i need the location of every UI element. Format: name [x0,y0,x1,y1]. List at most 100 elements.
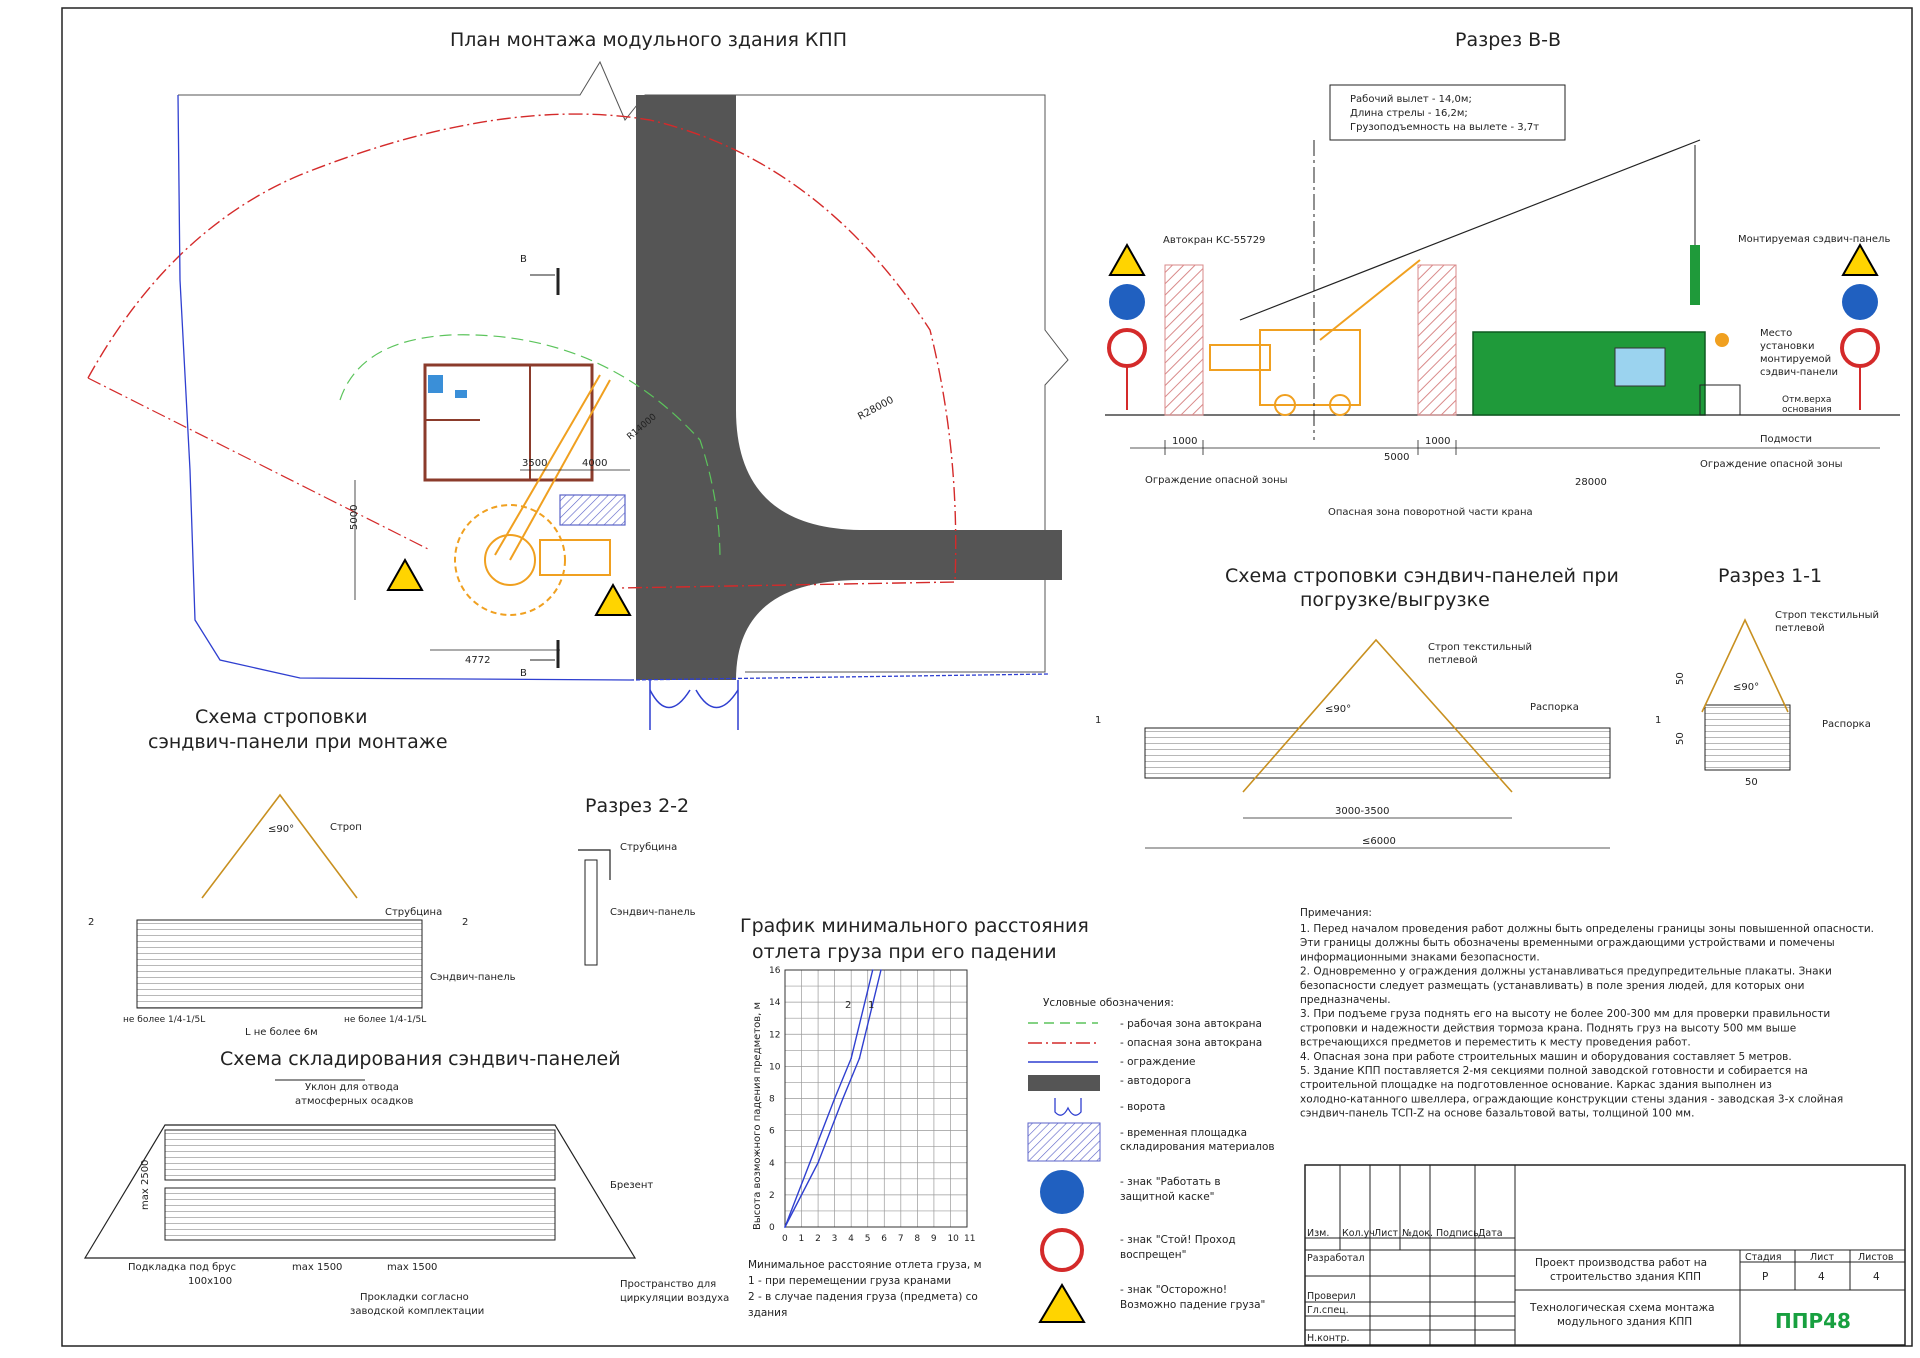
pad-label-1: Прокладки согласно [360,1292,469,1303]
dim-5000: 5000 [1384,452,1409,463]
notes-line: сэндвич-панель ТСП-Z на основе базальтов… [1300,1108,1694,1120]
graph-legend-2b: здания [748,1307,787,1319]
base-label: Подмости [1760,434,1812,445]
legend: Условные обозначения: - рабочая зона авт… [1027,997,1275,1323]
sling-angle: ≤90° [268,824,294,835]
dim-1000-a: 1000 [1172,436,1197,447]
stamp-h2: Кол.уч [1342,1228,1375,1239]
y-tick-label: 4 [769,1159,775,1169]
sling-mount-title-2: сэндвич-панели при монтаже [148,731,448,753]
legend-item: - знак "Осторожно! [1120,1284,1227,1296]
air-label-2: циркуляции воздуха [620,1293,729,1304]
crane-label: Автокран КС-55729 [1163,235,1265,246]
vv-dimensions [1130,440,1880,455]
sign-stack-right [1840,242,1880,410]
scaffold [1699,384,1741,416]
notes-line: информационными знаками безопасности. [1300,951,1540,963]
sheet-header: Лист [1810,1252,1835,1263]
x-tick-label: 1 [799,1234,805,1244]
notes-line: строповки и надежности действия тормоза … [1300,1022,1796,1034]
svg-text:В: В [520,254,527,265]
sign-stack-left [1107,242,1147,410]
max-1500-b: max 1500 [387,1262,437,1273]
chart-grid [784,969,968,1228]
air-label-1: Пространство для [620,1279,716,1290]
series-1-point [880,969,882,971]
series-2-point [871,969,874,971]
legend-item: - рабочая зона автокрана [1120,1018,1262,1030]
x-tick-label: 5 [865,1234,871,1244]
warning-sign-icon [386,557,424,591]
section-vv: Разрез В-В Рабочий вылет - 14,0м; Длина … [1105,29,1900,518]
panel-label: Сэндвич-панель [430,972,516,983]
y-tick-label: 14 [769,998,781,1008]
stamp-h3: Лист [1374,1228,1399,1239]
notes-line: 2. Одновременно у ограждения должны уста… [1300,966,1832,978]
dim-50-c: 50 [1745,777,1758,788]
place-label-4: сэдвич-панели [1760,367,1838,378]
y-tick-label: 12 [769,1030,780,1040]
series-2-point [784,1226,786,1228]
chart-lines [784,969,882,1228]
x-tick-label: 10 [947,1234,959,1244]
spacer-label: Распорка [1530,702,1579,713]
section-vv-title: Разрез В-В [1455,29,1561,51]
storage-area [559,494,626,526]
dim-3000-3500: 3000-3500 [1335,806,1390,817]
legend-item: складирования материалов [1120,1141,1275,1153]
tarp-outline [83,1124,637,1259]
legend-storage [1027,1122,1101,1162]
strop-label-2: петлевой [1775,623,1825,634]
bar-label-1: Подкладка под брус [128,1262,236,1273]
section-mark-top: В [520,254,560,295]
warning-sign-icon [594,582,632,616]
legend-item: защитной каске" [1120,1191,1214,1203]
legend-item: - опасная зона автокрана [1120,1037,1262,1049]
sling-mount-scheme: Схема строповки сэндвич-панели при монта… [88,706,516,1038]
plot-area [784,969,968,1228]
x-tick-label: 9 [931,1234,937,1244]
graph-legend-1: 1 - при перемещении груза кранами [748,1275,951,1287]
slope-label-2: атмосферных осадков [295,1096,414,1107]
dim-right: не более 1/4-1/5L [344,1015,426,1025]
section-22-title: Разрез 2-2 [585,795,689,817]
notes-line: безопасности следует размещать (устанавл… [1300,980,1804,992]
notes-line: предназначены. [1300,994,1391,1006]
dim-3500: 3500 [522,458,547,469]
dim-1000-b: 1000 [1425,436,1450,447]
building-plan [423,363,594,482]
section-22-clamp [578,849,611,880]
x-tick-label: 11 [964,1234,975,1244]
legend-title: Условные обозначения: [1043,997,1174,1009]
title-block [1304,1164,1906,1346]
graph-caption: Минимальное расстояние отлета груза, м [748,1259,982,1271]
plan-title: План монтажа модульного здания КПП [450,29,847,51]
legend-item: Возможно падение груза" [1120,1299,1265,1311]
dim-5000: 5000 [349,505,360,530]
section-mark-bottom: В [520,640,560,679]
series-1-point [842,1097,844,1100]
notes-line: Эти границы должны быть обозначены време… [1300,937,1835,949]
sheet-value: 4 [1818,1271,1825,1283]
dim-4000: 4000 [582,458,607,469]
danger-zone-label: Опасная зона поворотной части крана [1328,507,1533,518]
x-tick-label: 7 [898,1234,904,1244]
fence-line [177,94,631,681]
project-title-1: Проект производства работ на [1535,1257,1707,1269]
dim-6000: ≤6000 [1362,836,1396,847]
no-entry-sign-icon [1840,328,1880,368]
x-tick-label: 3 [832,1234,838,1244]
stamp-h4: №док. [1402,1228,1433,1239]
sheet-title-1: Технологическая схема монтажа [1529,1302,1715,1314]
sling-angle: ≤90° [1733,682,1759,693]
series-2-point [833,1097,836,1100]
helmet-sign-icon [1109,284,1145,320]
legend-item: - ворота [1120,1101,1165,1113]
building-side [1472,331,1706,416]
crane-param-3: Грузоподъемность на вылете - 3,7т [1350,122,1539,133]
x-tick-label: 6 [881,1234,887,1244]
panel-label: Сэндвич-панель [610,907,696,918]
sheet-frame [61,7,1913,1347]
sling-panels-scheme: Схема строповки сэндвич-панелей при погр… [1095,565,1661,849]
